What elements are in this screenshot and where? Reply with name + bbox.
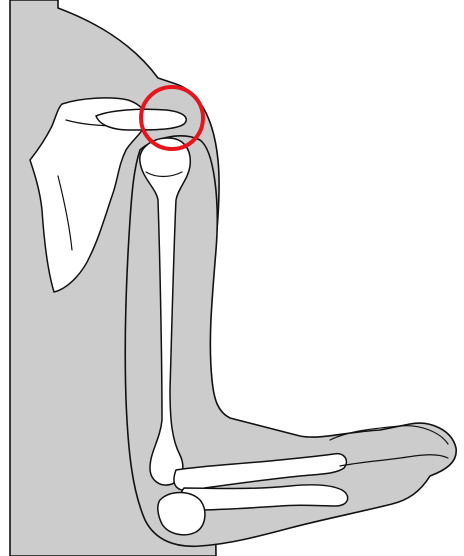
olecranon-bone <box>158 493 205 535</box>
radius-bone <box>180 485 347 510</box>
